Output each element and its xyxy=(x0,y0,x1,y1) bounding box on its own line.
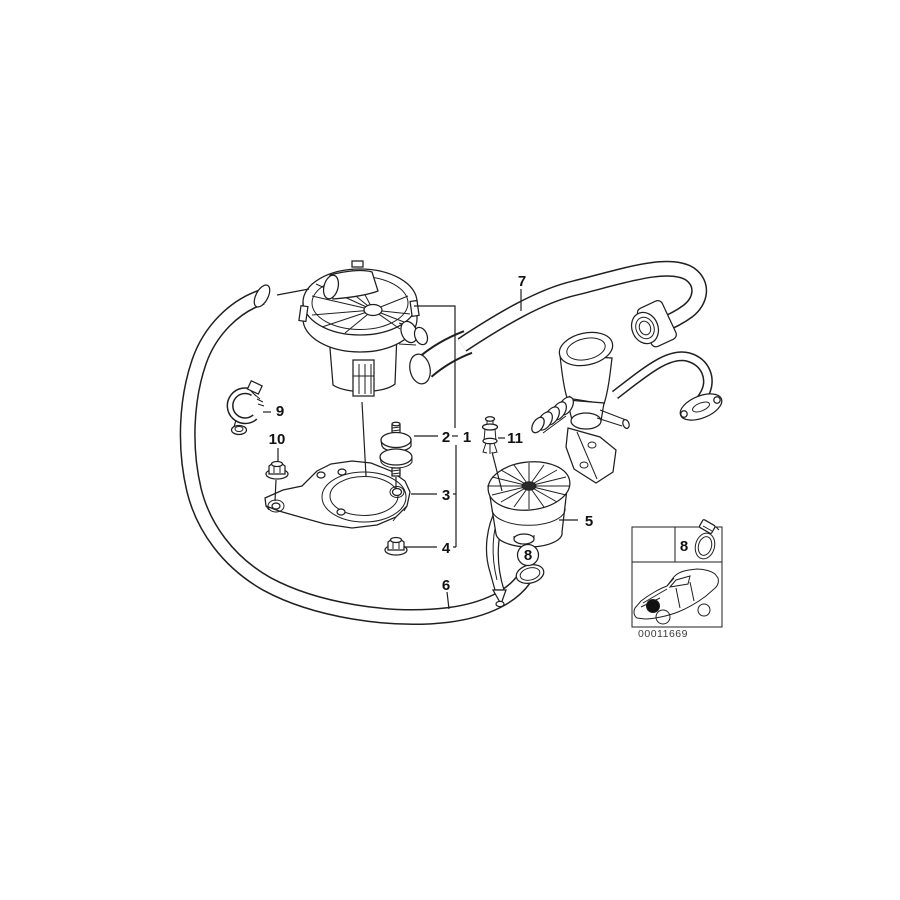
callout-7[interactable]: 7 xyxy=(518,273,526,290)
callout-6[interactable]: 6 xyxy=(442,577,450,594)
callout-1[interactable]: 1 xyxy=(463,429,471,446)
callout-8-circled[interactable]: 8 xyxy=(516,543,540,567)
hose-clip xyxy=(226,380,265,436)
rubber-mount xyxy=(379,421,413,477)
exhaust-flange xyxy=(679,393,723,421)
image-id-label: 00011669 xyxy=(638,628,688,640)
flange-nut-10 xyxy=(265,460,289,480)
callout-10[interactable]: 10 xyxy=(269,431,286,448)
callout-5[interactable]: 5 xyxy=(585,513,593,530)
hose-clamp-icon xyxy=(694,519,720,560)
callout-3[interactable]: 3 xyxy=(442,487,450,504)
callout-11[interactable]: 11 xyxy=(507,430,523,447)
legend-box: 8 xyxy=(631,519,723,628)
callout-8-label: 8 xyxy=(524,547,532,564)
legend-clamp-ref: 8 xyxy=(680,538,688,555)
filter-silencer xyxy=(485,461,571,608)
callout-2[interactable]: 2 xyxy=(442,429,450,446)
air-pump xyxy=(298,260,429,397)
callout-4[interactable]: 4 xyxy=(442,540,451,557)
expanding-rivet xyxy=(481,416,499,454)
pump-mounting-bracket xyxy=(264,460,411,529)
front-hood-dot-marker xyxy=(646,599,660,613)
hose-end-grommet xyxy=(630,299,677,348)
callout-9[interactable]: 9 xyxy=(276,403,284,420)
air-hose-7 xyxy=(409,260,708,385)
air-control-valve-assembly xyxy=(531,331,723,484)
leader-lines xyxy=(263,288,578,610)
car-thumbnail-icon xyxy=(633,568,719,625)
air-hose-6 xyxy=(179,284,545,625)
flange-nut-4 xyxy=(384,536,408,556)
